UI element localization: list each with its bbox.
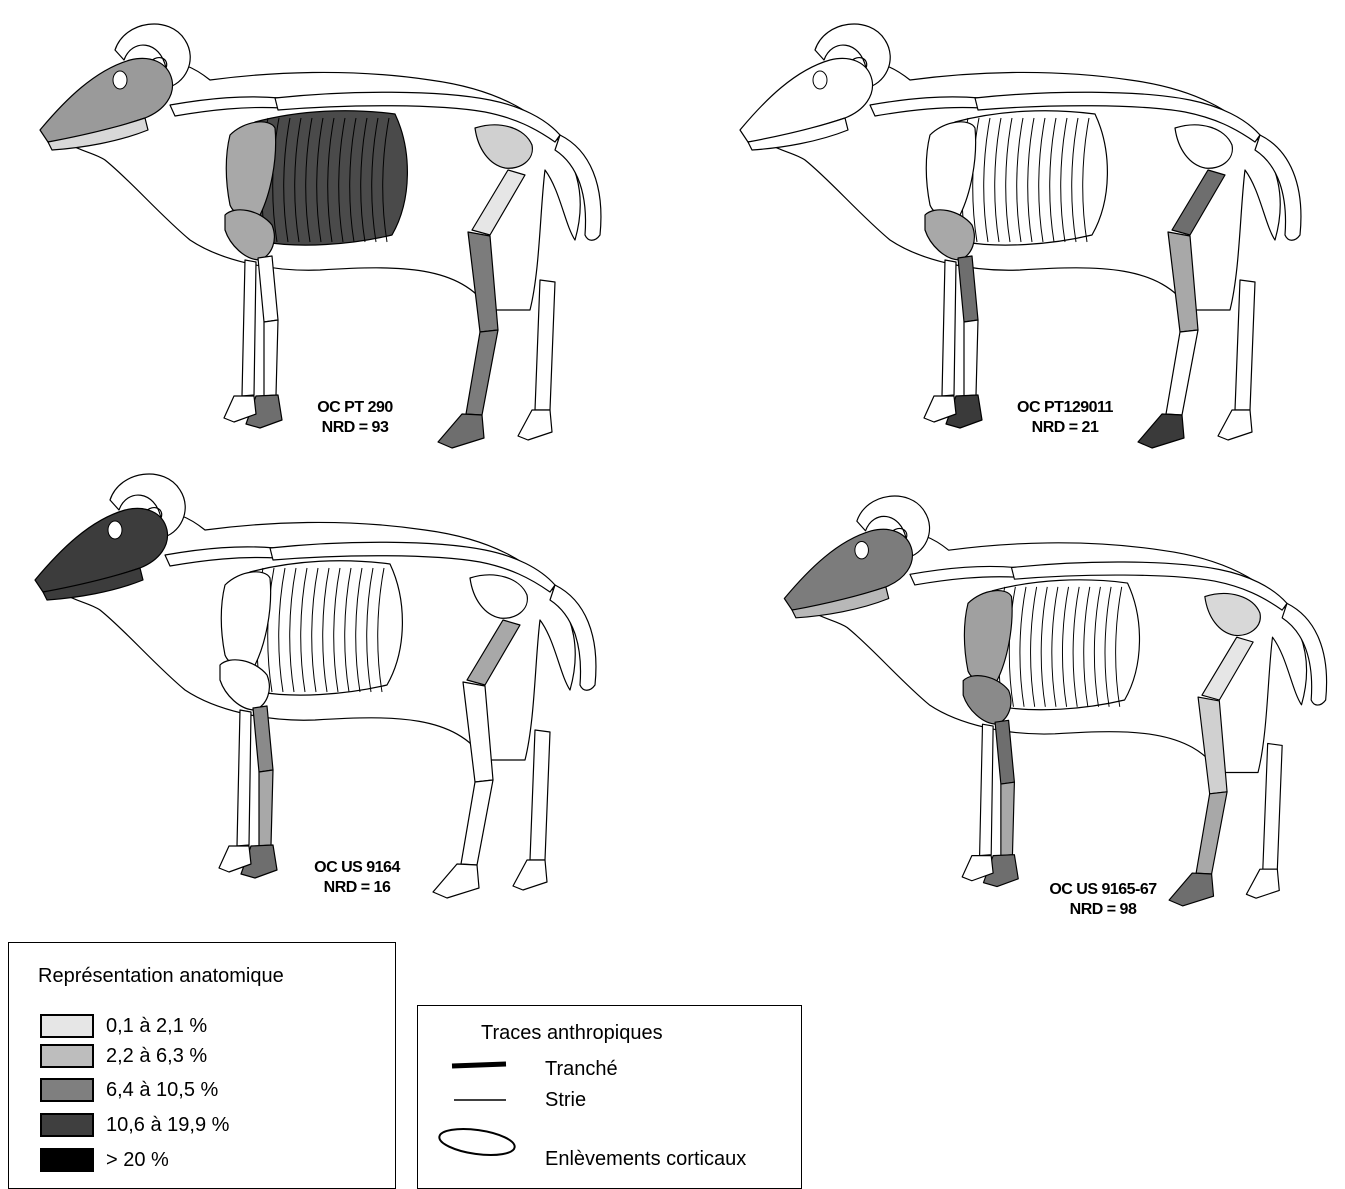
anatomy-legend-title: Représentation anatomique [38,965,284,988]
eye-orbit [813,71,827,89]
eye-orbit [108,521,122,539]
hind-hoof-outline [513,860,547,890]
metatarsal-bone [1196,792,1227,874]
metacarpal-bone [264,320,278,396]
specimen-label: OC US 9165-67 [1033,880,1173,900]
sheep-skeleton-diagram-2 [720,10,1320,460]
metatarsal-bone [1166,330,1198,415]
fore-leg-outline [242,260,256,396]
trace-label: Tranché [545,1058,618,1081]
hind-leg-outline [1235,280,1255,410]
legend-swatch [40,1044,94,1068]
specimen-label: OC PT 290 [300,398,410,418]
thin-line-icon [450,1094,510,1106]
hind-phalanges [1169,873,1213,906]
legend-class-label: 0,1 à 2,1 % [106,1014,207,1038]
hind-phalanges [438,414,484,448]
metatarsal-bone [466,330,498,415]
legend-swatch [40,1113,94,1137]
sheep-skeleton-diagram-3 [15,460,615,910]
fore-leg-outline [980,724,994,855]
hind-phalanges [1138,414,1184,448]
traces-legend: Traces anthropiques Tranché Strie Enlève… [417,1005,802,1189]
legend-swatch [40,1014,94,1038]
eye-orbit [113,71,127,89]
specimen-panel-2: OC PT129011 NRD = 21 [720,10,1320,460]
sheep-skeleton-diagram-4 [765,475,1345,925]
specimen-nrd: NRD = 93 [300,418,410,438]
legend-class-label: 6,4 à 10,5 % [106,1078,218,1102]
hind-leg-outline [535,280,555,410]
hind-hoof-outline [1246,869,1279,898]
hind-leg-outline [1263,744,1282,870]
legend-swatch [40,1078,94,1102]
legend-class-label: 10,6 à 19,9 % [106,1113,229,1137]
specimen-panel-1: OC PT 290 NRD = 93 [20,10,620,460]
anatomy-legend: Représentation anatomique 0,1 à 2,1 % 2,… [8,942,396,1189]
fore-leg-outline [237,710,251,846]
hind-hoof-outline [518,410,552,440]
hind-phalanges [433,864,479,898]
metacarpal-bone [1001,782,1015,855]
metacarpal-bone [259,770,273,846]
legend-class-label: > 20 % [106,1148,169,1172]
specimen-nrd: NRD = 16 [297,878,417,898]
ellipse-icon [436,1124,520,1160]
eye-orbit [855,541,869,558]
hind-hoof-outline [1218,410,1252,440]
specimen-label: OC US 9164 [297,858,417,878]
metatarsal-bone [461,780,493,865]
thick-line-icon [450,1060,510,1072]
specimen-nrd: NRD = 21 [1005,418,1125,438]
hind-leg-outline [530,730,550,860]
specimen-label: OC PT129011 [1005,398,1125,418]
legend-class-label: 2,2 à 6,3 % [106,1044,207,1068]
trace-label: Enlèvements corticaux [545,1148,746,1171]
specimen-panel-4: OC US 9165-67 NRD = 98 [765,475,1345,925]
specimen-panel-3: OC US 9164 NRD = 16 [15,460,615,910]
trace-label: Strie [545,1089,586,1112]
metacarpal-bone [964,320,978,396]
legend-swatch [40,1148,94,1172]
fore-leg-outline [942,260,956,396]
sheep-skeleton-diagram-1 [20,10,620,460]
specimen-nrd: NRD = 98 [1033,900,1173,920]
traces-legend-title: Traces anthropiques [481,1022,663,1045]
